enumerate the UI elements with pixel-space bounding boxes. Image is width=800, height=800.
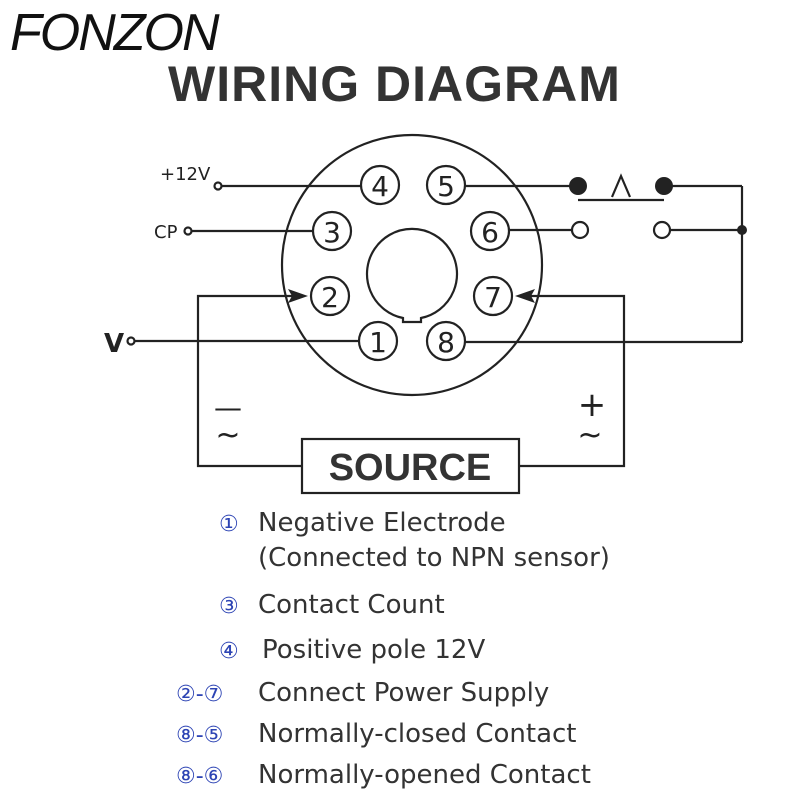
source-label: SOURCE	[329, 447, 492, 489]
nc-contact-right	[655, 177, 673, 195]
relay-actuator	[610, 173, 632, 198]
legend-ref: ②-⑦	[176, 682, 224, 707]
pin-2-circle	[309, 275, 351, 317]
terminal-v-label: V	[104, 329, 124, 359]
pin-7-label: 7	[484, 281, 502, 314]
plus-tilde: ~	[577, 418, 602, 453]
legend-ref: ①	[219, 512, 239, 537]
pin-6-label: 6	[481, 216, 499, 249]
pin-3-label: 3	[323, 216, 341, 249]
legend-ref: ③	[219, 594, 239, 619]
pin-1-label: 1	[369, 326, 387, 359]
legend-text: Negative Electrode	[258, 508, 506, 538]
legend-text: Positive pole 12V	[262, 635, 486, 665]
minus-sign: —	[214, 391, 242, 424]
nc-contact-left	[569, 177, 587, 195]
minus-tilde: ~	[215, 418, 240, 453]
terminal-12v-dot	[213, 181, 223, 191]
wire-pin7-loop	[519, 294, 626, 468]
legend-ref: ⑧-⑤	[176, 723, 224, 748]
legend-text: Connect Power Supply	[258, 678, 550, 708]
wire-pin2-loop	[196, 294, 302, 468]
no-contact-left	[570, 220, 590, 240]
junction-dot	[737, 225, 747, 235]
plus-sign: +	[578, 385, 607, 425]
legend-ref: ⑧-⑥	[176, 764, 224, 789]
pin-7-circle	[472, 275, 514, 317]
arrow-into-pin-7	[515, 289, 535, 303]
pin-8-label: 8	[437, 326, 455, 359]
terminal-cp-label: CP	[154, 222, 178, 243]
terminal-cp-dot	[183, 226, 193, 236]
legend-text: Contact Count	[258, 590, 445, 620]
legend-text: Normally-closed Contact	[258, 719, 577, 749]
brand-logo: FONZON	[10, 4, 220, 62]
terminal-12v-label: +12V	[160, 164, 211, 185]
arrow-into-pin-2	[288, 289, 308, 303]
source-box	[300, 437, 521, 495]
pin-5-label: 5	[437, 170, 455, 203]
pin-4-label: 4	[371, 170, 389, 203]
legend-text: (Connected to NPN sensor)	[258, 543, 610, 573]
no-contact-right	[652, 220, 672, 240]
terminal-v-dot	[126, 336, 136, 346]
socket-key	[365, 227, 459, 324]
legend-text: Normally-opened Contact	[258, 760, 591, 790]
socket-body	[280, 133, 544, 397]
legend-ref: ④	[219, 639, 239, 664]
page-title: WIRING DIAGRAM	[168, 56, 621, 112]
pin-2-label: 2	[321, 281, 339, 314]
